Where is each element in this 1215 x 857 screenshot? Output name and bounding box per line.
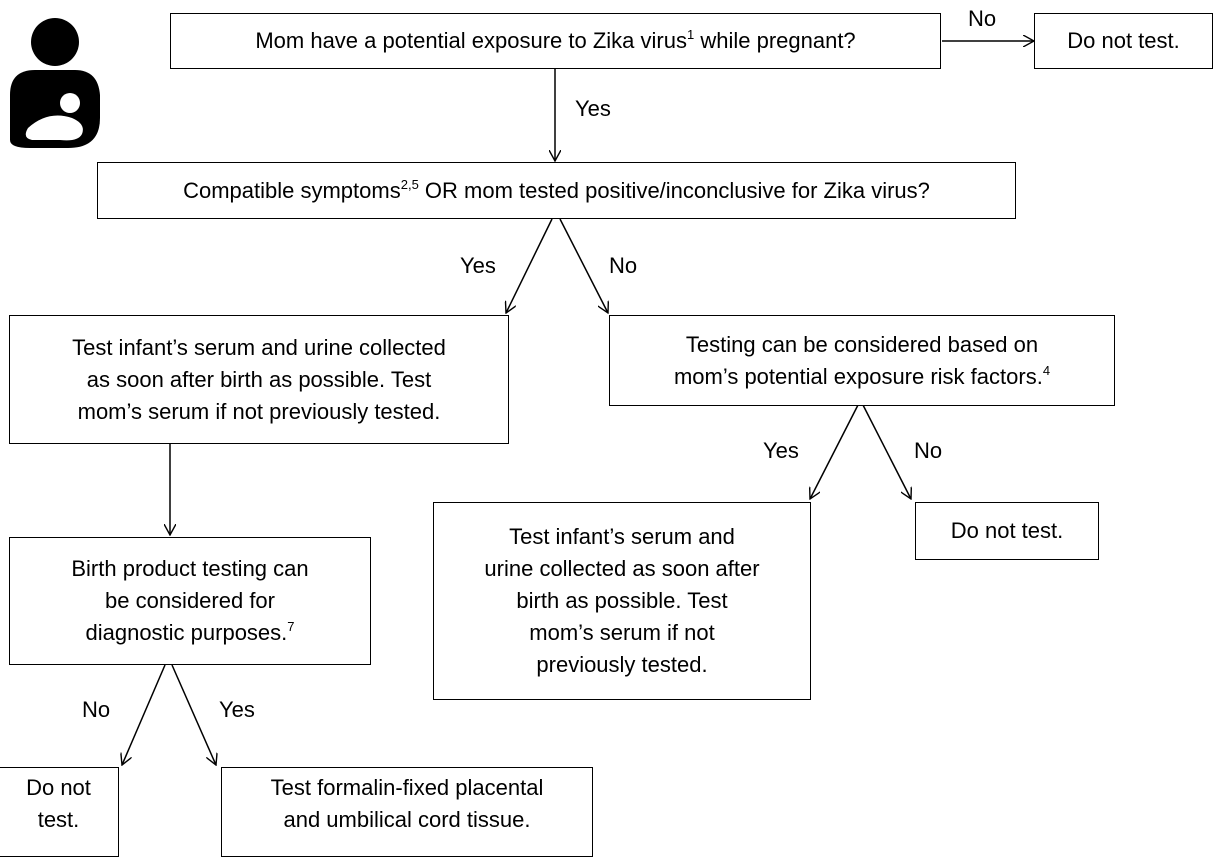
edge-label-q1-no: No [968, 6, 997, 31]
footnote-1: 1 [686, 27, 695, 42]
q2-symptoms-question: Compatible symptoms2,5 OR mom tested pos… [97, 162, 1016, 219]
q1-exposure-question: Mom have a potential exposure to Zika vi… [170, 13, 941, 69]
edge-label-birth-yes: Yes [219, 697, 255, 722]
test-infant-and-mom: Test infant’s serum and urine collected … [9, 315, 509, 444]
edge-birth-yes [171, 664, 216, 765]
edge-label-consider-no: No [914, 438, 943, 463]
footnote-2-5: 2,5 [400, 176, 419, 192]
edge-consider-no [862, 404, 911, 499]
footnote-7: 7 [287, 619, 295, 634]
consider-no-result: Do not test. [915, 502, 1099, 560]
edge-label-consider-yes: Yes [763, 438, 799, 463]
breastfeeding-mother-icon [10, 18, 100, 148]
edge-label-q2-yes: Yes [460, 253, 496, 278]
edge-birth-no [122, 664, 166, 765]
edge-label-q2-no: No [609, 253, 638, 278]
edge-q2-yes [506, 218, 553, 313]
edge-label-q1-yes: Yes [575, 96, 611, 121]
birth-yes-result: Test formalin-fixed placental and umbili… [221, 767, 593, 857]
testing-can-be-considered: Testing can be considered based on mom’s… [609, 315, 1115, 406]
footnote-4: 4 [1042, 362, 1051, 378]
birth-no-result: Do not test. [0, 767, 119, 857]
q1-no-result: Do not test. [1034, 13, 1213, 69]
consider-test-infant-and-mom: Test infant’s serum and urine collected … [433, 502, 811, 700]
edge-label-birth-no: No [82, 697, 111, 722]
edge-consider-yes [810, 404, 859, 499]
edge-q2-no [559, 218, 608, 313]
birth-product-testing: Birth product testing can be considered … [9, 537, 371, 665]
